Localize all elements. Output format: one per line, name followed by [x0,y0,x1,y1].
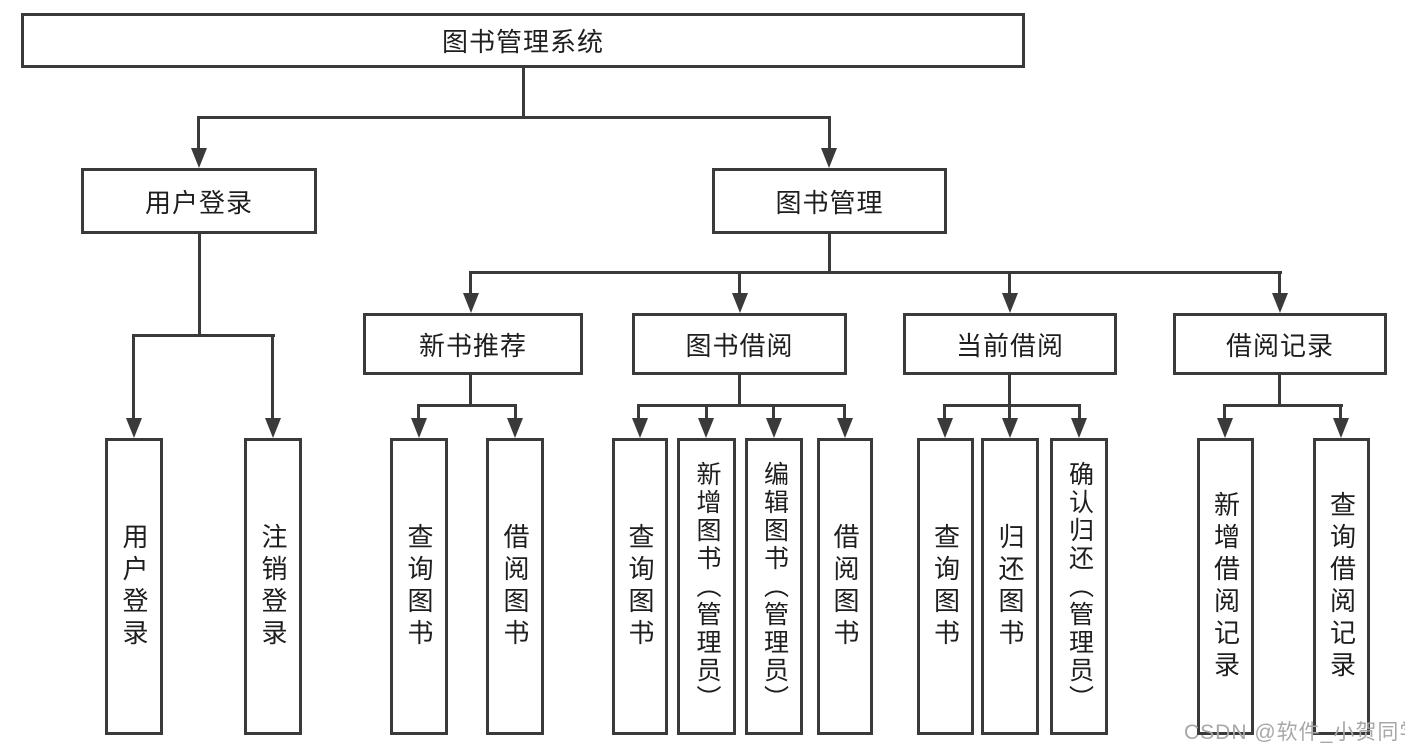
arrow-to-bb-add [698,418,714,438]
node-current-borrow-label: 当前借阅 [955,330,1064,361]
connector-current-stem [1008,375,1011,407]
leaf-cb-confirm-return-admin-label: 确认归还（管理员） [1065,460,1094,713]
arrow-to-bb-edit [766,418,782,438]
connector-records-h [1223,404,1343,407]
arrow-to-cb-return [1002,418,1018,438]
connector-bookborrow-stem [738,375,741,407]
leaf-br-add-record: 新增借阅记录 [1197,438,1254,735]
leaf-cb-confirm-return-admin: 确认归还（管理员） [1050,438,1108,735]
connector-current-drop-1 [943,404,946,422]
arrow-to-current [1002,293,1018,313]
arrow-to-new-rec [463,293,479,313]
leaf-bb-borrow-books-label: 借阅图书 [830,522,860,651]
node-root: 图书管理系统 [21,13,1025,68]
node-borrow-records-label: 借阅记录 [1225,330,1334,361]
node-borrow-records: 借阅记录 [1173,313,1387,375]
leaf-bb-add-books-admin: 新增图书（管理员） [677,438,736,735]
leaf-bb-borrow-books: 借阅图书 [817,438,873,735]
connector-bookmgmt-drop-3 [1008,271,1011,296]
arrow-to-nr-borrow [507,418,523,438]
leaf-cb-query-books: 查询图书 [917,438,974,735]
connector-userlogin-stem [198,234,201,337]
leaf-cb-query-books-label: 查询图书 [930,522,961,651]
connector-current-h [943,404,1081,407]
leaf-user-login-label: 用户登录 [119,522,149,651]
connector-current-drop-3 [1078,404,1081,422]
connector-root-h [197,116,831,119]
connector-newrec-h [417,404,517,407]
leaf-nr-borrow-books: 借阅图书 [486,438,544,735]
connector-bookborrow-drop-3 [772,404,775,422]
connector-bookmgmt-drop-2 [738,271,741,296]
connector-bookborrow-drop-4 [843,404,846,422]
arrow-to-borrow [732,293,748,313]
arrow-to-records [1272,293,1288,313]
arrow-to-leaf-logout [265,418,281,438]
leaf-br-add-record-label: 新增借阅记录 [1210,490,1241,683]
connector-userlogin-h [132,334,275,337]
node-new-book-rec: 新书推荐 [363,313,583,375]
connector-bookmgmt-drop-1 [469,271,472,296]
leaf-bb-query-books: 查询图书 [612,438,668,735]
connector-bookborrow-h [637,404,846,407]
node-root-label: 图书管理系统 [441,27,604,57]
connector-bookmgmt-drop-4 [1278,271,1281,296]
leaf-bb-edit-books-admin: 编辑图书（管理员） [745,438,803,735]
leaf-bb-add-books-admin-label: 新增图书（管理员） [693,460,721,713]
leaf-cb-return-books-label: 归还图书 [995,522,1025,651]
leaf-logout: 注销登录 [244,438,302,735]
leaf-logout-label: 注销登录 [258,522,288,651]
node-user-login-label: 用户登录 [144,187,253,218]
csdn-watermark: CSDN @软件_小贺同学 [1184,721,1405,744]
connector-userlogin-drop-1 [132,334,135,422]
arrow-to-bb-borrow [837,418,853,438]
node-book-mgmt-label: 图书管理 [775,187,884,218]
arrow-to-bb-query [632,418,648,438]
connector-records-drop-2 [1339,404,1342,422]
node-book-borrow-label: 图书借阅 [685,330,794,361]
leaf-nr-query-books-label: 查询图书 [404,522,434,651]
arrow-to-book-mgmt [821,148,837,168]
leaf-cb-return-books: 归还图书 [981,438,1039,735]
arrow-to-nr-query [411,418,427,438]
connector-bookmgmt-h [469,271,1282,274]
node-book-borrow: 图书借阅 [632,313,847,375]
connector-records-drop-1 [1223,404,1226,422]
arrow-to-br-add [1217,418,1233,438]
node-current-borrow: 当前借阅 [903,313,1117,375]
node-new-book-rec-label: 新书推荐 [418,330,527,361]
leaf-br-query-record: 查询借阅记录 [1313,438,1370,735]
connector-userlogin-drop-2 [271,334,274,422]
node-user-login: 用户登录 [81,168,317,234]
connector-bookmgmt-stem [828,234,831,274]
arrow-to-br-query [1333,418,1349,438]
arrow-to-leaf-login [126,418,142,438]
connector-newrec-drop-1 [417,404,420,422]
connector-newrec-drop-2 [514,404,517,422]
connector-current-drop-2 [1008,404,1011,422]
arrow-to-user-login [191,148,207,168]
node-book-mgmt: 图书管理 [712,168,947,234]
connector-root-drop-right [828,116,831,152]
leaf-user-login: 用户登录 [105,438,163,735]
leaf-nr-query-books: 查询图书 [390,438,448,735]
leaf-bb-edit-books-admin-label: 编辑图书（管理员） [760,460,789,713]
connector-bookborrow-drop-2 [705,404,708,422]
connector-records-stem [1278,374,1281,407]
connector-bookborrow-drop-1 [637,404,640,422]
connector-root-drop-left [197,116,200,152]
connector-newrec-stem [469,374,472,407]
connector-root-stem [522,68,525,118]
leaf-br-query-record-label: 查询借阅记录 [1326,490,1357,683]
arrow-to-cb-confirm [1071,418,1087,438]
leaf-nr-borrow-books-label: 借阅图书 [500,522,530,651]
arrow-to-cb-query [937,418,953,438]
leaf-bb-query-books-label: 查询图书 [625,522,655,651]
